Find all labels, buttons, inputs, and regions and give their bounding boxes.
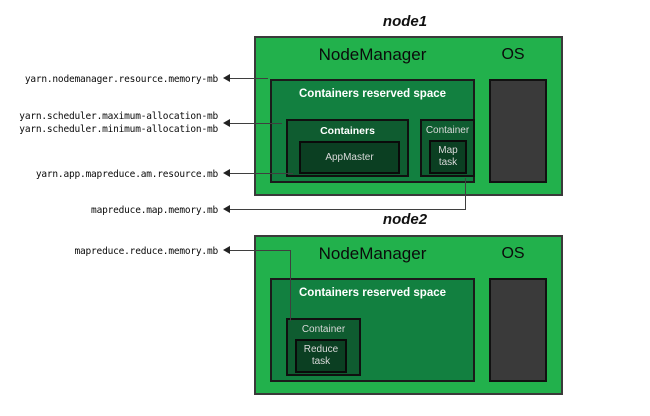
leader-line-map-memory-horizontal — [230, 209, 465, 210]
node1-reserved-space-box: Containers reserved space Containers App… — [270, 79, 475, 183]
arrowhead-scheduler-allocation — [223, 119, 230, 127]
node2-os-box — [489, 278, 547, 382]
arrowhead-nodemanager-resource — [223, 74, 230, 82]
node1-map-task-label-line2: task — [438, 157, 458, 168]
node1-map-task-box: Map task — [429, 140, 467, 174]
node1-os-title: OS — [501, 46, 525, 63]
node1-containers-group-label: Containers — [320, 125, 375, 137]
node2-reserved-space-label: Containers reserved space — [298, 287, 447, 299]
leader-line-reduce-memory-horizontal — [230, 250, 290, 251]
arrowhead-am-resource — [223, 169, 230, 177]
label-scheduler-allocation: yarn.scheduler.maximum-allocation-mb yar… — [19, 111, 218, 135]
leader-line-nodemanager-resource — [230, 78, 268, 79]
node2-title: node2 — [382, 211, 428, 228]
node2-nodemanager-title: NodeManager — [318, 244, 427, 263]
label-am-resource: yarn.app.mapreduce.am.resource.mb — [35, 169, 218, 180]
arrowhead-reduce-memory — [223, 246, 230, 254]
node2-os-title: OS — [501, 245, 525, 262]
leader-line-map-memory-vertical — [465, 178, 466, 210]
node1-container-label: Container — [425, 125, 470, 136]
node1-appmaster-label: AppMaster — [325, 151, 374, 163]
arrowhead-map-memory — [223, 205, 230, 213]
node1-containers-group-box: Containers AppMaster — [286, 119, 409, 177]
leader-line-reduce-memory-vertical — [290, 250, 291, 321]
node2-container-box: Container Reduce task — [286, 318, 361, 376]
node1-nodemanager-title: NodeManager — [318, 45, 427, 64]
node1-container-box: Container Map task — [420, 119, 475, 177]
node1-reserved-space-label: Containers reserved space — [298, 88, 447, 100]
label-map-memory: mapreduce.map.memory.mb — [91, 205, 218, 216]
node1-map-task-label-line1: Map — [438, 145, 458, 156]
node2-reserved-space-box: Containers reserved space Container Redu… — [270, 278, 475, 382]
node1-appmaster-box: AppMaster — [299, 141, 400, 174]
node2-reduce-task-box: Reduce task — [295, 339, 347, 373]
label-reduce-memory: mapreduce.reduce.memory.mb — [74, 246, 218, 257]
node2-reduce-task-label-line2: task — [311, 356, 331, 367]
node2-reduce-task-label-line1: Reduce — [303, 344, 339, 355]
leader-line-scheduler-allocation — [230, 123, 282, 124]
leader-line-am-resource — [230, 173, 293, 174]
node2-container-label: Container — [301, 324, 346, 335]
label-nodemanager-resource-memory: yarn.nodemanager.resource.memory-mb — [24, 74, 218, 85]
node1-os-box — [489, 79, 547, 183]
node2-box: NodeManager OS Containers reserved space… — [254, 235, 563, 395]
node1-box: NodeManager OS Containers reserved space… — [254, 36, 563, 196]
node1-title: node1 — [382, 13, 428, 30]
